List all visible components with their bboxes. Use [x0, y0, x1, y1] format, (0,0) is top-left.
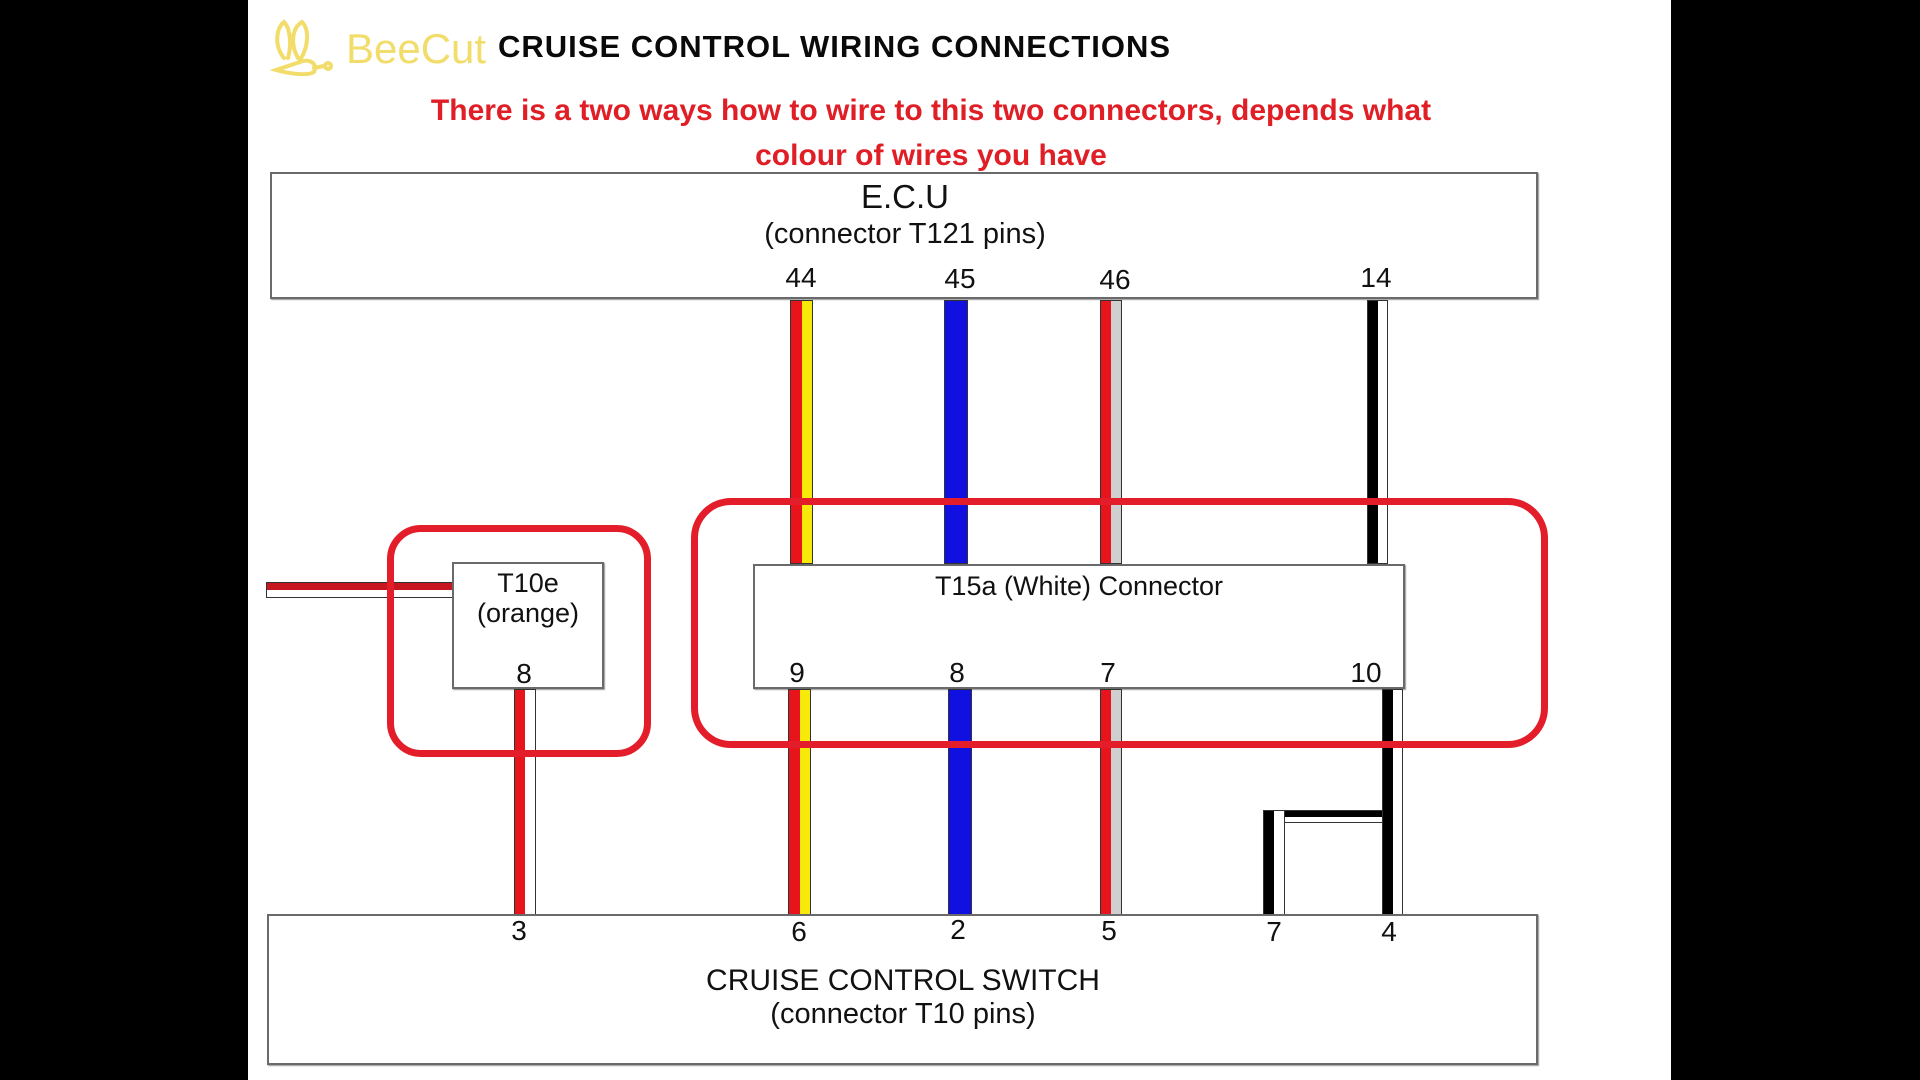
t15a-connector-box [753, 564, 1405, 689]
t15a-pin-7: 7 [1100, 657, 1116, 688]
switch-pin-7: 7 [1266, 916, 1282, 947]
switch-pin-4: 4 [1381, 916, 1397, 947]
highlight-t15a [691, 498, 1548, 748]
t10e-pin-8: 8 [516, 658, 532, 689]
t15a-pin-9: 9 [789, 657, 805, 688]
switch-title: CRUISE CONTROL SWITCH [706, 964, 1100, 997]
note-line-2: colour of wires you have [755, 139, 1107, 172]
switch-pin-6: 6 [791, 916, 807, 947]
t15a-title: T15a (White) Connector [934, 571, 1224, 601]
switch-subtitle: (connector T10 pins) [770, 998, 1036, 1030]
wire-red-yellow-upper [790, 300, 813, 564]
wire-black-white-upper [1367, 300, 1388, 564]
note-line-1: There is a two ways how to wire to this … [430, 94, 1432, 127]
page-title: CRUISE CONTROL WIRING CONNECTIONS [498, 29, 1172, 64]
switch-pin-5: 5 [1101, 915, 1117, 946]
t10e-subtitle: (orange) [476, 598, 580, 628]
wire-red-grey-upper [1100, 300, 1122, 564]
switch-pin-3: 3 [511, 915, 527, 946]
wire-black-white-to-pin-7 [1263, 810, 1285, 915]
switch-pin-2: 2 [950, 914, 966, 945]
wire-blue-lower [948, 689, 972, 915]
t15a-pin-8: 8 [949, 657, 965, 688]
t15a-pin-10: 10 [1350, 657, 1382, 688]
ecu-pin-44: 44 [785, 262, 817, 293]
ecu-pin-14: 14 [1360, 262, 1392, 293]
wire-blue-upper [944, 300, 968, 564]
highlight-t10e [387, 525, 651, 757]
t10e-connector-box [452, 562, 604, 689]
ecu-box [270, 172, 1538, 299]
ecu-pin-46: 46 [1099, 264, 1131, 295]
ecu-title: E.C.U [860, 178, 950, 215]
bee-logo-icon [270, 19, 333, 76]
ecu-pin-45: 45 [944, 263, 976, 294]
cruise-switch-box [267, 914, 1538, 1065]
t10e-title: T10e [497, 568, 559, 598]
ecu-subtitle: (connector T121 pins) [764, 218, 1046, 250]
watermark-brand: BeeCut [346, 25, 487, 72]
